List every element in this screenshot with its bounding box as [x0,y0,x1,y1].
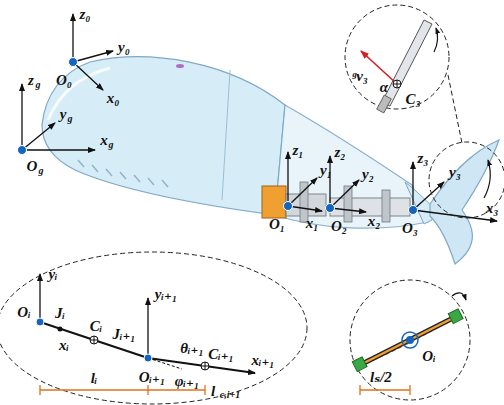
angle-label: φᵢ₊₁ [175,374,199,389]
axis-label: Jᵢ [55,306,65,321]
dimension-label: lᵢ [91,371,98,386]
axis-label: yᵢ₊₁ [155,287,177,302]
axis-label: y [60,107,67,122]
axis-label: y₂ [362,167,374,182]
axis-label: z [28,73,34,88]
fish-body [42,57,499,264]
fin-inset [361,20,438,113]
axis-label: Jᵢ₊₁ [112,327,135,342]
axis-label: xᵢ₊₁ [251,353,274,368]
global-frame [22,84,95,150]
axis-label: Oᵢ [422,349,435,364]
dimension-label: l [211,384,215,399]
axis-label: z₃ [417,151,428,166]
axis-label: z₂ [334,145,345,160]
axis-label: g [36,80,41,90]
link-rotation [352,293,466,395]
axis-label: yᵢ [48,267,57,282]
detail-callouts [0,5,504,404]
axis-label: x₃ [486,201,499,216]
angle-label: α [380,80,388,95]
joint-frames [288,152,497,221]
axis-label: y₀ [118,40,130,55]
axis-label: y₃ [449,165,461,180]
velocity-label: ᵍv₃ [352,69,368,84]
link-kinematics [36,274,255,395]
axis-label: g [68,114,73,124]
axis-label: z₀ [79,7,90,22]
axis-label: Cᵢ₊₁ [208,347,234,362]
axis-label: C₃ [405,92,420,107]
axis-label: y₁ [320,163,332,178]
axis-label: O [27,159,38,174]
angle-label: θᵢ₊₁ [180,341,203,356]
origin-dots [18,58,418,215]
axis-label: Oᵢ [17,305,30,320]
axis-label: O₀ [56,73,72,88]
dimension-label: lₛ/2 [370,370,392,385]
axis-label: xᵢ [59,338,69,353]
axis-label: Cᵢ [90,319,103,334]
body-frame [73,14,113,90]
axis-label: Oᵢ₊₁ [139,370,166,385]
axis-label: x₁ [306,216,319,231]
axis-label: O₁ [269,217,285,232]
dimension-label: c,i+1 [220,390,240,400]
axis-label: O₂ [331,219,347,234]
axis-label: z₁ [292,143,303,158]
axis-label: x₀ [107,91,120,106]
axis-label: x [100,133,108,148]
axis-label: O₃ [402,221,418,236]
axis-label: g [39,166,44,176]
axis-label: x₂ [368,214,381,229]
axis-label: g [109,140,114,150]
